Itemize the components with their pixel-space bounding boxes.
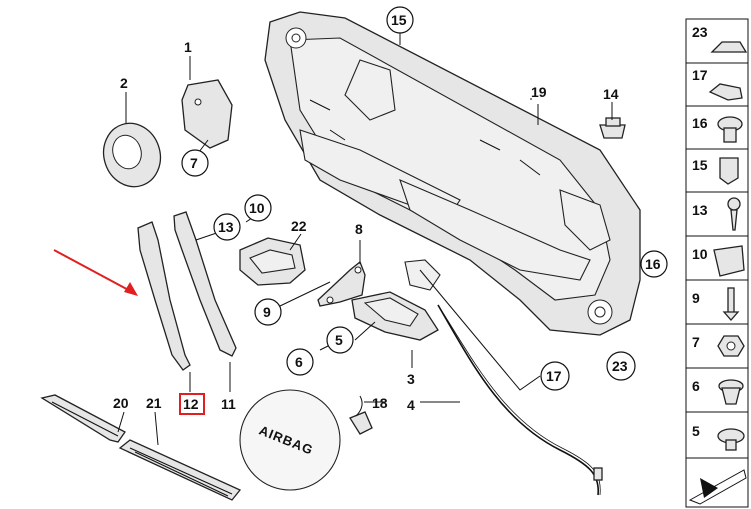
svg-text:6: 6 <box>692 378 700 394</box>
screw-icon <box>728 198 740 210</box>
highlight-arrow <box>54 250 138 296</box>
holder-22[interactable] <box>240 238 305 285</box>
callout-3: 3 <box>407 371 415 387</box>
svg-text:23: 23 <box>692 24 708 40</box>
parts-sidebar: 23 17 16 15 13 <box>686 19 748 507</box>
sill-strip-21[interactable] <box>120 440 240 500</box>
svg-text:7: 7 <box>692 334 700 350</box>
loudspeaker-grille[interactable] <box>95 116 168 194</box>
svg-text:16: 16 <box>692 115 708 131</box>
callout-17: 17 <box>546 368 562 384</box>
door-handle[interactable] <box>352 260 440 340</box>
callout-20: 20 <box>113 395 129 411</box>
bowden-cable[interactable] <box>438 305 602 495</box>
svg-text:9: 9 <box>692 290 700 306</box>
callout-18: 18 <box>372 395 388 411</box>
clip-14[interactable] <box>600 118 625 138</box>
callout-8: 8 <box>355 221 363 237</box>
callout-9: 9 <box>263 304 271 320</box>
callout-14: 14 <box>603 86 619 102</box>
callout-16: 16 <box>645 256 661 272</box>
spring-nut-icon <box>714 246 744 276</box>
svg-text:5: 5 <box>692 423 700 439</box>
callout-21: 21 <box>146 395 162 411</box>
svg-text:13: 13 <box>692 202 708 218</box>
callout-4: 4 <box>407 397 415 413</box>
airbag-badge[interactable]: AIRBAG <box>240 390 340 490</box>
svg-text:15: 15 <box>692 157 708 173</box>
callout-5: 5 <box>335 332 343 348</box>
clip-nut-icon <box>720 158 738 184</box>
callout-23: 23 <box>612 358 628 374</box>
cover-plate[interactable] <box>182 80 232 148</box>
callout-15: 15 <box>391 12 407 28</box>
callout-19: 19 <box>531 84 547 100</box>
callout-10: 10 <box>249 200 265 216</box>
callout-6: 6 <box>295 354 303 370</box>
callout-7: 7 <box>190 155 198 171</box>
callout-12: 12 <box>183 396 199 412</box>
callout-2: 2 <box>120 75 128 91</box>
callout-13: 13 <box>218 219 234 235</box>
callout-11: 11 <box>221 396 236 412</box>
svg-text:10: 10 <box>692 246 708 262</box>
callout-22: 22 <box>291 218 307 234</box>
callout-1: 1 <box>184 39 192 55</box>
stud-icon <box>728 288 734 314</box>
svg-text:17: 17 <box>692 67 708 83</box>
